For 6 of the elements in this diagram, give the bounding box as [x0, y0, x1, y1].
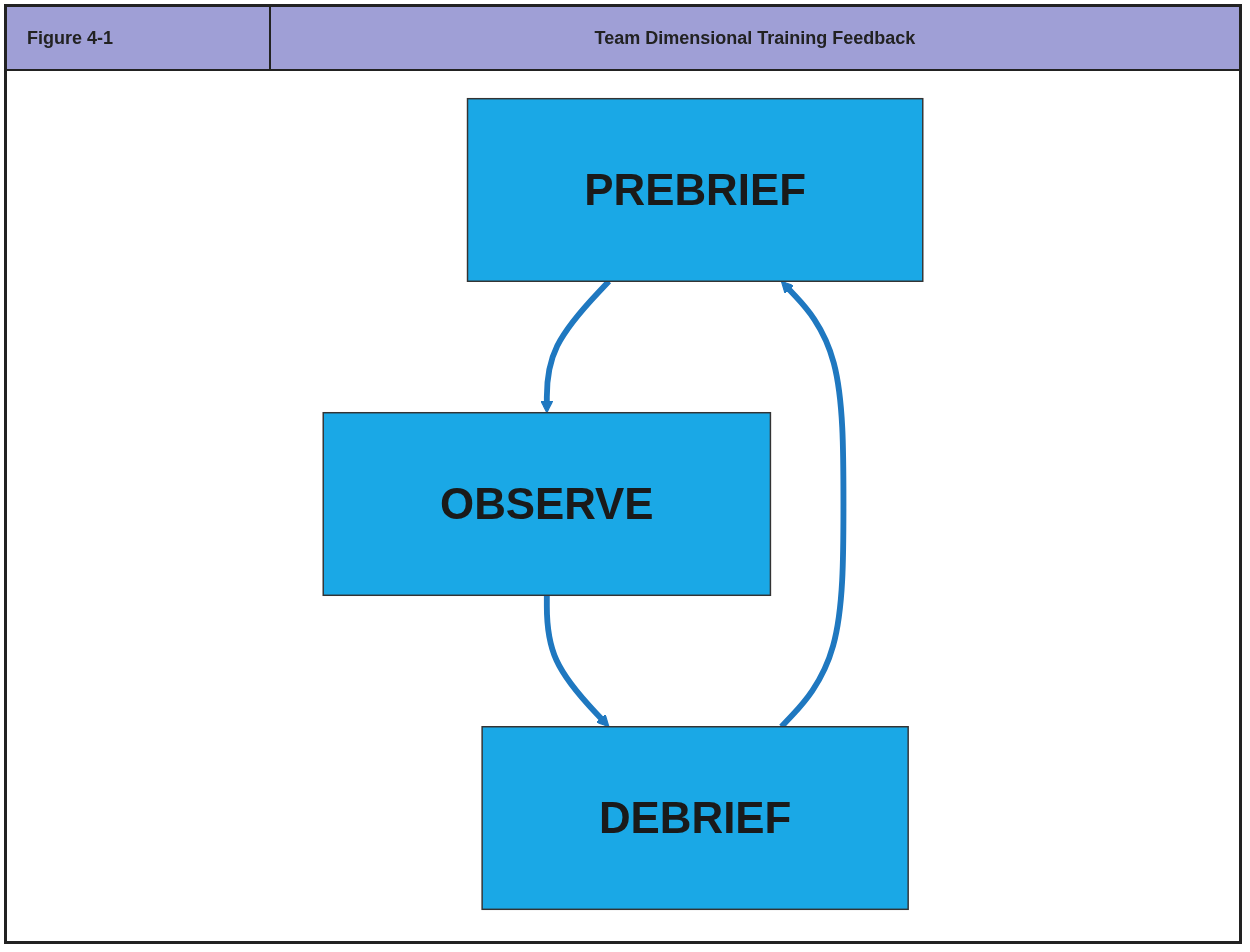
node-box: PREBRIEF — [466, 97, 924, 282]
figure-title: Team Dimensional Training Feedback — [594, 27, 916, 49]
figure-number: Figure 4-1 — [27, 27, 114, 49]
arrow — [543, 595, 610, 728]
node-box: DEBRIEF — [481, 726, 909, 911]
node-box: OBSERVE — [322, 411, 772, 596]
